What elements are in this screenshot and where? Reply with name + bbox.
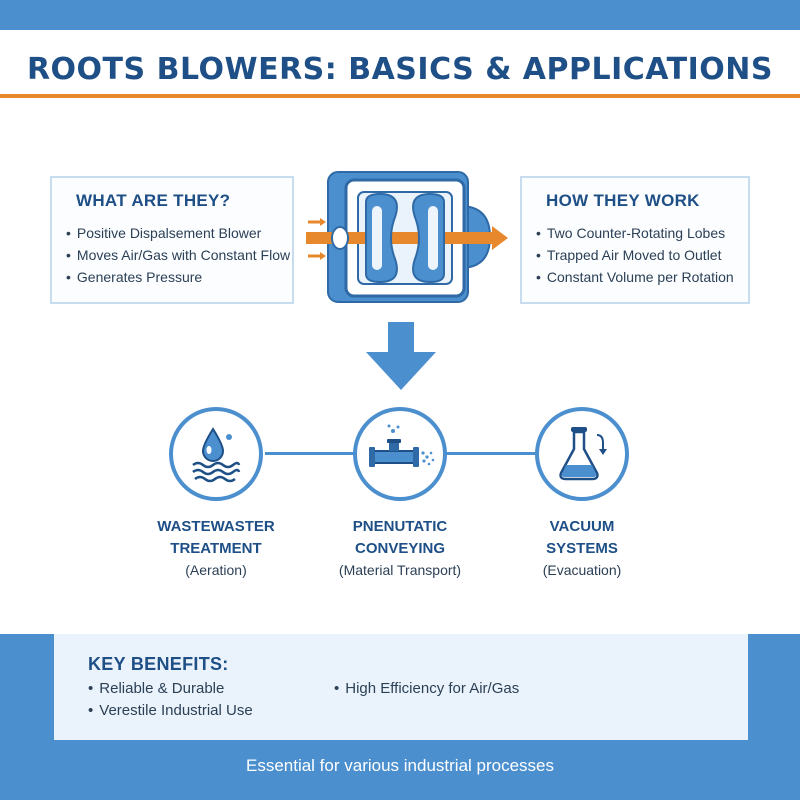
blower-inlet	[331, 226, 349, 250]
flow-arrow-body	[306, 232, 492, 244]
conveying-label-line1: PNENUTATIC	[352, 518, 448, 535]
benefit-item: Verestile Industrial Use	[88, 702, 252, 719]
top-banner	[0, 0, 800, 30]
conveying-circle	[353, 407, 447, 501]
vacuum-sub: (Evacuation)	[542, 562, 622, 578]
what-item: Positive Dispalsement Blower	[66, 222, 290, 244]
connector-line-right	[445, 452, 539, 455]
how-list: Two Counter-Rotating Lobes Trapped Air M…	[536, 222, 734, 288]
conveying-label-line2: CONVEYING	[354, 540, 445, 557]
page-title: ROOTS BLOWERS: BASICS & APPLICATIONS	[26, 52, 774, 87]
what-heading: WHAT ARE THEY?	[76, 191, 231, 210]
flow-arrow-head	[492, 226, 508, 250]
wastewater-circle	[169, 407, 263, 501]
benefits-heading: KEY BENEFITS:	[88, 654, 229, 674]
vacuum-label-line1: VACUUM	[549, 518, 615, 535]
conveying-sub: (Material Transport)	[338, 562, 462, 578]
flow-small-upper-head	[320, 218, 326, 226]
connector-line-left	[265, 452, 355, 455]
wastewater-label-line1: WASTEWASTER	[157, 518, 275, 535]
flask-icon	[559, 427, 607, 481]
what-list: Positive Dispalsement Blower Moves Air/G…	[66, 222, 290, 288]
flow-small-lower-head	[320, 252, 326, 260]
roots-blower-diagram	[306, 171, 508, 303]
wastewater-label: WASTEWASTER TREATMENT	[116, 516, 316, 560]
how-item: Trapped Air Moved to Outlet	[536, 244, 734, 266]
what-are-they-box: WHAT ARE THEY? Positive Dispalsement Blo…	[50, 176, 294, 304]
vacuum-label: VACUUM SYSTEMS	[482, 516, 682, 560]
how-heading: HOW THEY WORK	[546, 191, 700, 210]
footer-text: Essential for various industrial process…	[245, 756, 555, 775]
key-benefits-panel: KEY BENEFITS: Reliable & Durable Veresti…	[54, 634, 748, 740]
how-item: Two Counter-Rotating Lobes	[536, 222, 734, 244]
conveying-label: PNENUTATIC CONVEYING	[300, 516, 500, 560]
what-item: Generates Pressure	[66, 266, 290, 288]
benefit-item: Reliable & Durable	[88, 680, 224, 697]
how-item: Constant Volume per Rotation	[536, 266, 734, 288]
wastewater-label-line2: TREATMENT	[170, 540, 262, 557]
what-item: Moves Air/Gas with Constant Flow	[66, 244, 290, 266]
wastewater-sub: (Aeration)	[185, 562, 247, 578]
lobe-highlight-right	[428, 206, 438, 270]
pipe-conveying-icon	[369, 424, 435, 467]
water-drop-icon	[192, 427, 241, 483]
benefit-item: High Efficiency for Air/Gas	[334, 680, 519, 697]
down-arrow-icon	[366, 322, 436, 390]
lobe-highlight-left	[372, 206, 382, 270]
title-underline	[0, 94, 800, 98]
vacuum-circle	[535, 407, 629, 501]
vacuum-label-line2: SYSTEMS	[546, 540, 618, 557]
how-they-work-box: HOW THEY WORK Two Counter-Rotating Lobes…	[520, 176, 750, 304]
